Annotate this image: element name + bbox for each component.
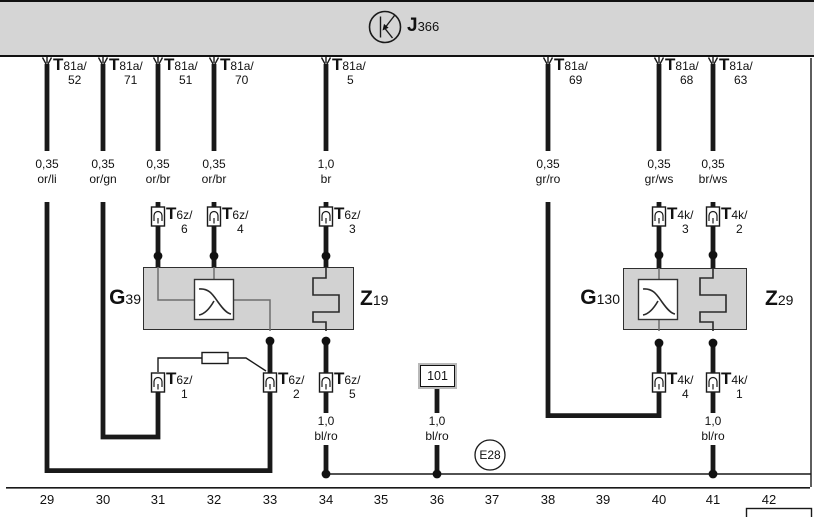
track-number: 33 (262, 492, 278, 507)
track-number: 41 (705, 492, 721, 507)
control-unit-band (0, 0, 814, 57)
connector-label: T6z/5 (334, 369, 361, 401)
terminal-label: T81a/69 (554, 55, 588, 87)
track-number: 39 (595, 492, 611, 507)
terminal-label: T81a/68 (665, 55, 699, 87)
connector-label: T6z/4 (222, 204, 249, 236)
terminal-label: T81a/52 (53, 55, 87, 87)
track-number: 35 (373, 492, 389, 507)
terminal-label: T81a/71 (109, 55, 143, 87)
g39-internal-wiring (157, 267, 271, 331)
component-label-g39: G39 (109, 286, 141, 309)
terminal-label: T81a/70 (220, 55, 254, 87)
track-number: 29 (39, 492, 55, 507)
track-number: 36 (429, 492, 445, 507)
connector-label: T6z/1 (166, 369, 193, 401)
connector-label: T4k/3 (667, 204, 694, 236)
ground-designation-circle (474, 439, 506, 471)
terminal-label: T81a/51 (164, 55, 198, 87)
terminal-label: T81a/5 (332, 55, 366, 87)
track-number: 34 (318, 492, 334, 507)
connector-label: T4k/1 (721, 369, 748, 401)
terminal-label: T81a/63 (719, 55, 753, 87)
track-number: 32 (206, 492, 222, 507)
z29-heater-symbol (699, 268, 727, 331)
page-corner-box (745, 507, 813, 517)
junction-dots (153, 250, 718, 479)
control-unit-label: J366 (407, 15, 440, 36)
connector-label: T4k/4 (667, 369, 694, 401)
track-number: 38 (540, 492, 556, 507)
ground-designation-label: E28 (479, 448, 501, 462)
thick-wires (44, 64, 716, 474)
terminal-arrows (41, 56, 719, 67)
connector-label: T6z/2 (278, 369, 305, 401)
connector-label: T4k/2 (721, 204, 748, 236)
connector-label: T6z/3 (334, 204, 361, 236)
g130-internal-wiring (637, 268, 679, 331)
track-number: 37 (484, 492, 500, 507)
k-arrow-icon (368, 10, 402, 44)
control-unit-code: J (407, 15, 418, 36)
component-label-z19: Z19 (360, 287, 389, 310)
component-label-z29: Z29 (765, 287, 794, 310)
track-number: 31 (150, 492, 166, 507)
thin-wires (6, 58, 813, 517)
track-number: 30 (95, 492, 111, 507)
track-number: 40 (651, 492, 667, 507)
component-label-g130: G130 (580, 286, 620, 309)
z19-heater-symbol (312, 267, 340, 331)
connector-label: T6z/6 (166, 204, 193, 236)
track-number: 42 (761, 492, 777, 507)
resistor-symbol (201, 351, 229, 365)
junction-101-box: 101 (418, 363, 457, 389)
